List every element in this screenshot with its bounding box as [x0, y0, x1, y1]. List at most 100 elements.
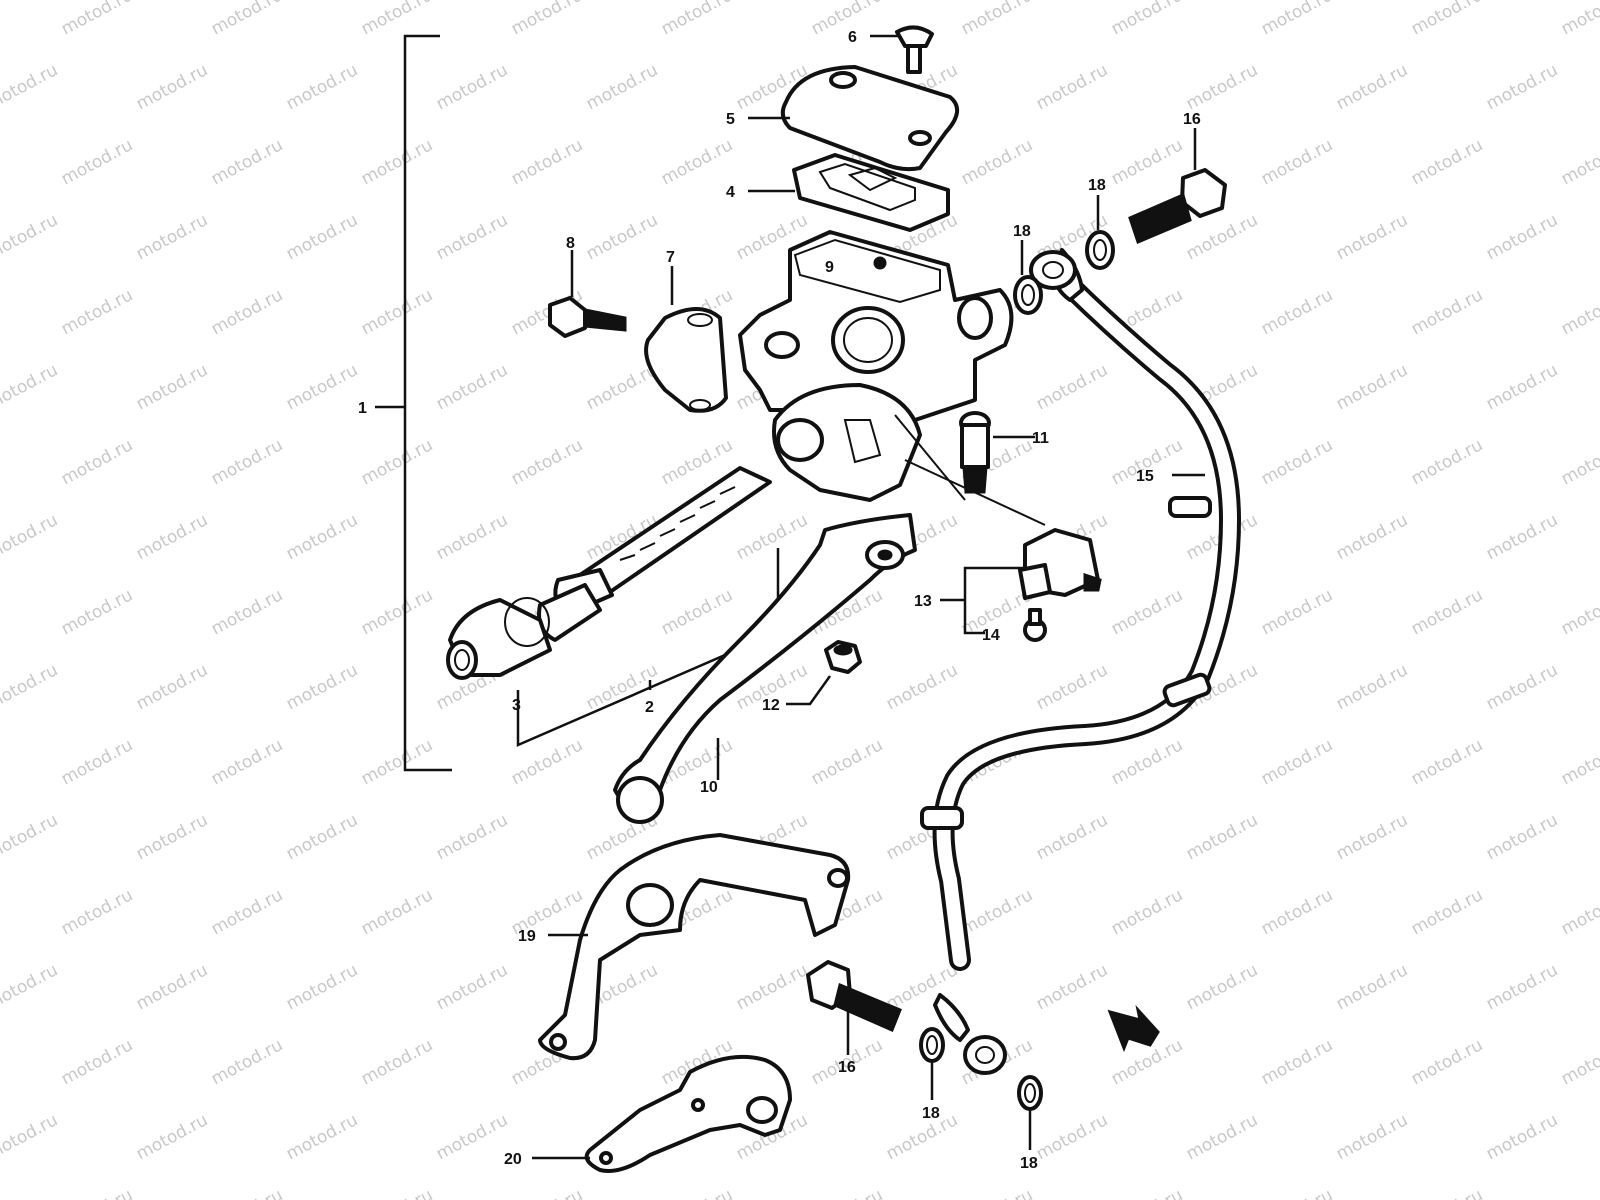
watermark-text: motod.ru	[208, 735, 286, 789]
watermark-text: motod.ru	[208, 1185, 286, 1200]
watermark-text: motod.ru	[1108, 1185, 1186, 1200]
callout-line-2-3	[516, 548, 780, 747]
watermark-text: motod.ru	[208, 585, 286, 639]
callout-13: 13	[914, 593, 932, 610]
part-2-piston-spring	[537, 466, 772, 642]
watermark-text: motod.ru	[1333, 60, 1411, 114]
watermark-text: motod.ru	[1258, 435, 1336, 489]
watermark-text: motod.ru	[1408, 1185, 1486, 1200]
watermark-text: motod.ru	[1183, 60, 1261, 114]
watermark-text: motod.ru	[283, 210, 361, 264]
callout-20: 20	[504, 1151, 522, 1168]
watermark-text: motod.ru	[0, 510, 61, 564]
watermark-text: motod.ru	[283, 1110, 361, 1164]
part-5-reservoir-cap	[748, 65, 959, 172]
watermark-text: motod.ru	[1333, 810, 1411, 864]
part-7-clamp	[644, 266, 728, 413]
watermark-text: motod.ru	[133, 660, 211, 714]
part-18-washer-b	[1085, 195, 1115, 270]
watermark-text: motod.ru	[733, 960, 811, 1014]
part-18-washer-c	[919, 1027, 945, 1100]
watermark-text: motod.ru	[1483, 660, 1561, 714]
watermark-text: motod.ru	[733, 510, 811, 564]
watermark-text: motod.ru	[658, 585, 736, 639]
watermark-text: motod.ru	[358, 135, 436, 189]
callout-14: 14	[982, 627, 1000, 644]
watermark-text: motod.ru	[1108, 0, 1186, 39]
callout-12: 12	[762, 697, 780, 714]
part-19-bracket	[538, 833, 851, 1061]
watermark-text: motod.ru	[208, 0, 286, 39]
assembly-bracket	[375, 34, 452, 772]
watermark-text: motod.ru	[1258, 0, 1336, 39]
watermark-text: motod.ru	[208, 135, 286, 189]
part-18-washer-a	[1013, 240, 1043, 315]
watermark-text: motod.ru	[0, 1110, 61, 1164]
watermark-text: motod.ru	[1558, 735, 1600, 789]
watermark-text: motod.ru	[58, 585, 136, 639]
watermark-text: motod.ru	[58, 135, 136, 189]
callout-7: 7	[666, 249, 675, 266]
watermark-text: motod.ru	[1483, 210, 1561, 264]
callout-2: 2	[645, 699, 654, 716]
watermark-text: motod.ru	[1558, 585, 1600, 639]
watermark-text: motod.ru	[1333, 210, 1411, 264]
watermark-text: motod.ru	[958, 1185, 1036, 1200]
watermark-text: motod.ru	[1108, 735, 1186, 789]
watermark-text: motod.ru	[133, 60, 211, 114]
callout-6: 6	[848, 29, 857, 46]
watermark-text: motod.ru	[433, 810, 511, 864]
watermark-text: motod.ru	[283, 510, 361, 564]
watermark-text: motod.ru	[1558, 0, 1600, 39]
watermark-text: motod.ru	[1558, 435, 1600, 489]
callout-10: 10	[700, 779, 718, 796]
watermark-text: motod.ru	[958, 885, 1036, 939]
watermark-text: motod.ru	[58, 1035, 136, 1089]
watermark-text: motod.ru	[433, 960, 511, 1014]
watermark-text: motod.ru	[508, 435, 586, 489]
callout-1: 1	[358, 400, 367, 417]
watermark-text: motod.ru	[0, 360, 61, 414]
watermark-text: motod.ru	[1258, 1035, 1336, 1089]
watermark-text: motod.ru	[1258, 885, 1336, 939]
watermark-text: motod.ru	[1033, 1110, 1111, 1164]
watermark-text: motod.ru	[508, 0, 586, 39]
watermark-text: motod.ru	[358, 0, 436, 39]
watermark-text: motod.ru	[358, 285, 436, 339]
callout-18-c: 18	[922, 1105, 940, 1122]
part-10-lever	[613, 513, 917, 824]
watermark-text: motod.ru	[1033, 810, 1111, 864]
watermark-text: motod.ru	[1558, 885, 1600, 939]
watermark-text: motod.ru	[1408, 885, 1486, 939]
watermark-text: motod.ru	[1483, 960, 1561, 1014]
callout-18-a: 18	[1013, 223, 1031, 240]
watermark-text: motod.ru	[1408, 735, 1486, 789]
watermark-text: motod.ru	[433, 510, 511, 564]
watermark-text: motod.ru	[58, 1185, 136, 1200]
watermark-text: motod.ru	[808, 1185, 886, 1200]
watermark-text: motod.ru	[1408, 1035, 1486, 1089]
callout-labels: 1 2 3 4 5 6 7 8 9 10 11 12 13 14 15 16 1…	[358, 29, 1201, 1172]
watermark-text: motod.ru	[208, 285, 286, 339]
watermark-text: motod.ru	[358, 735, 436, 789]
watermark-text: motod.ru	[0, 660, 61, 714]
watermark-text: motod.ru	[1333, 360, 1411, 414]
callout-5: 5	[726, 111, 735, 128]
watermark-text: motod.ru	[283, 660, 361, 714]
watermark-text: motod.ru	[1258, 585, 1336, 639]
watermark-text: motod.ru	[1258, 135, 1336, 189]
watermark-text: motod.ru	[283, 960, 361, 1014]
watermark-text: motod.ru	[508, 1185, 586, 1200]
part-4-diaphragm	[748, 153, 950, 232]
watermark-text: motod.ru	[58, 885, 136, 939]
part-16-banjo-bolt-lower	[806, 960, 902, 1055]
callout-15: 15	[1136, 468, 1154, 485]
callout-16-upper: 16	[1183, 111, 1201, 128]
watermark-text: motod.ru	[1258, 285, 1336, 339]
watermark-text: motod.ru	[1183, 810, 1261, 864]
watermark-text: motod.ru	[1033, 60, 1111, 114]
callout-18-b: 18	[1088, 177, 1106, 194]
watermark-text: motod.ru	[958, 135, 1036, 189]
part-16-banjo-bolt-upper	[1128, 128, 1227, 245]
watermark-text: motod.ru	[283, 60, 361, 114]
